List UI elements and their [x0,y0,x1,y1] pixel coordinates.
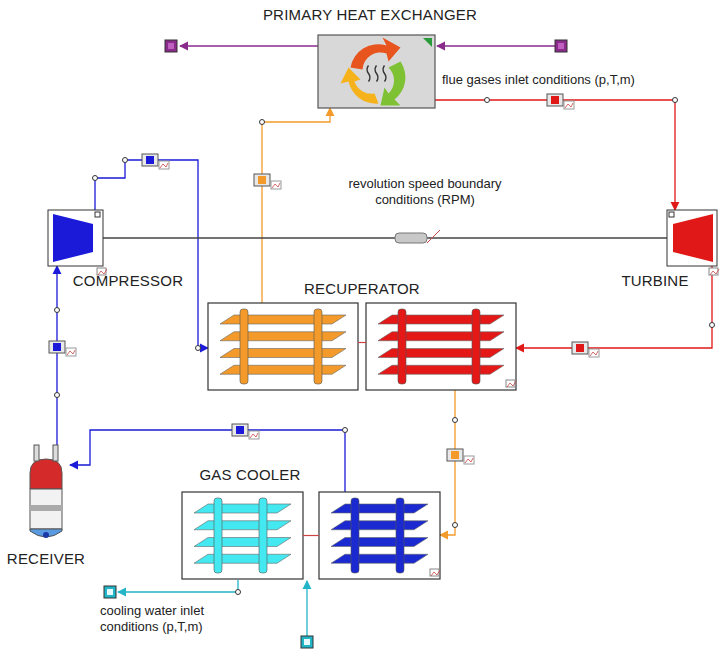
component-name: GAS COOLER [199,466,300,483]
flow-pipe [440,390,455,535]
cooling-water-outlet-line [118,580,238,592]
sensor-block [447,449,474,464]
flue-gas-inlet-port [555,40,567,52]
component-symbol [667,210,717,266]
component-node: RECUPERATOR [208,303,516,390]
boundary-condition-note: cooling water inlet conditions (p,T,m) [100,603,260,635]
sensor-block [49,341,76,356]
sensor-block [232,424,259,439]
port-inner [107,589,113,595]
component-name: RECUPERATOR [304,280,420,297]
flow-pipe [262,108,330,303]
port-inner [558,43,564,49]
flue-gas-outlet-line [180,45,318,46]
boundary-condition-note: revolution speed boundary conditions (RP… [330,176,520,208]
sensor-block [142,154,169,169]
shaft-element [395,233,427,243]
component-node: GAS COOLER [182,492,440,579]
component-symbol [208,303,516,390]
flow-pipe [70,430,345,492]
component-node: RECEIVER [22,445,70,545]
junction-dots [55,98,715,595]
component-symbol [22,445,70,545]
flow-pipe [516,266,712,348]
flue-gas-outlet-port [165,40,177,52]
boundary-condition-note: flue gases inlet conditions (p,T,m) [442,72,702,88]
sensor-block [572,342,599,357]
flow-pipe [95,160,208,348]
component-symbol [48,210,103,266]
sensor-block [547,94,574,109]
shaft-signal [427,230,440,243]
cooling-water-outlet-port [104,586,116,598]
flue-gas-inlet-line [437,45,555,46]
component-symbol [318,35,435,108]
port-inner [304,639,310,645]
component-symbol [182,492,440,579]
flow-pipe [56,266,57,445]
component-name: PRIMARY HEAT EXCHANGER [263,6,477,23]
component-name: TURBINE [621,272,688,289]
component-node: COMPRESSOR [48,210,103,266]
cooling-water-inlet-line [306,581,307,636]
component-name: COMPRESSOR [73,272,183,289]
shaft-line [103,237,667,239]
cooling-water-inlet-port [301,636,313,648]
port-inner [168,43,174,49]
component-node: PRIMARY HEAT EXCHANGER [318,35,435,108]
component-name: RECEIVER [7,550,85,567]
sensor-block [254,174,281,189]
component-node: TURBINE [667,210,717,266]
